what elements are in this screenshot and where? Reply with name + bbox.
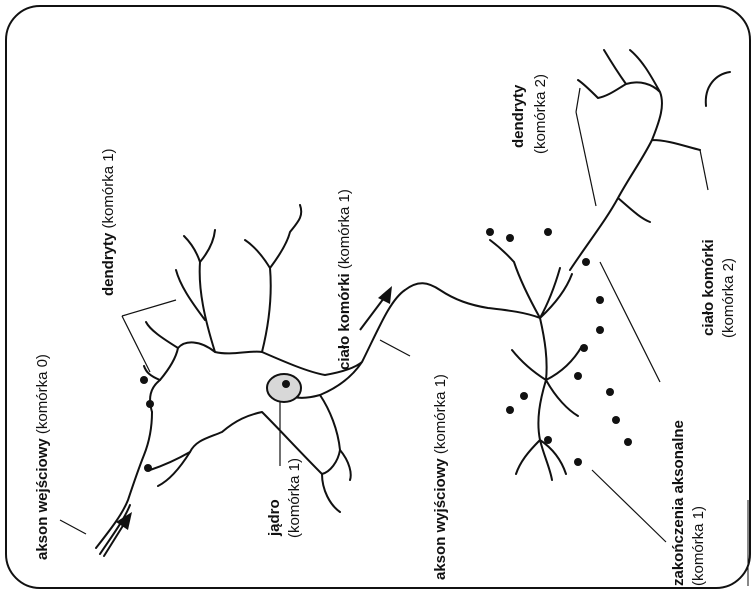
label-akson-wejsciowy: akson wejściowy (komórka 0)	[34, 354, 52, 560]
label-zakonczenia-aksonalne: zakończenia aksonalne	[670, 420, 688, 586]
label-dendryty-1: dendryty (komórka 1)	[100, 148, 118, 296]
leader-lines	[60, 88, 708, 542]
label-akson-wyjsciowy: akson wyjściowy (komórka 1)	[432, 374, 450, 580]
label-dendryty-2: dendryty	[510, 85, 528, 148]
label-cialo-komorki-2-note: (komórka 2)	[720, 258, 738, 338]
label-cialo-komorki-1: ciało komórki (komórka 1)	[336, 189, 354, 370]
diagram-frame	[6, 6, 750, 588]
label-jadro: jądro	[266, 499, 284, 536]
label-dendryty-2-note: (komórka 2)	[532, 74, 550, 154]
label-zakonczenia-note: (komórka 1)	[690, 506, 708, 586]
nucleus-cell-1	[267, 374, 301, 402]
output-arrow-head	[378, 286, 392, 304]
neuron-cell-2	[570, 50, 730, 270]
input-axon-path	[96, 412, 152, 548]
label-jadro-note: (komórka 1)	[286, 458, 304, 538]
label-cialo-komorki-2: ciało komórki	[700, 239, 718, 336]
terminal-dots	[486, 228, 632, 466]
cell-2-partial-body	[706, 72, 730, 106]
neuron-cell-1	[96, 205, 540, 556]
axon-terminals-cell-1	[490, 240, 582, 480]
